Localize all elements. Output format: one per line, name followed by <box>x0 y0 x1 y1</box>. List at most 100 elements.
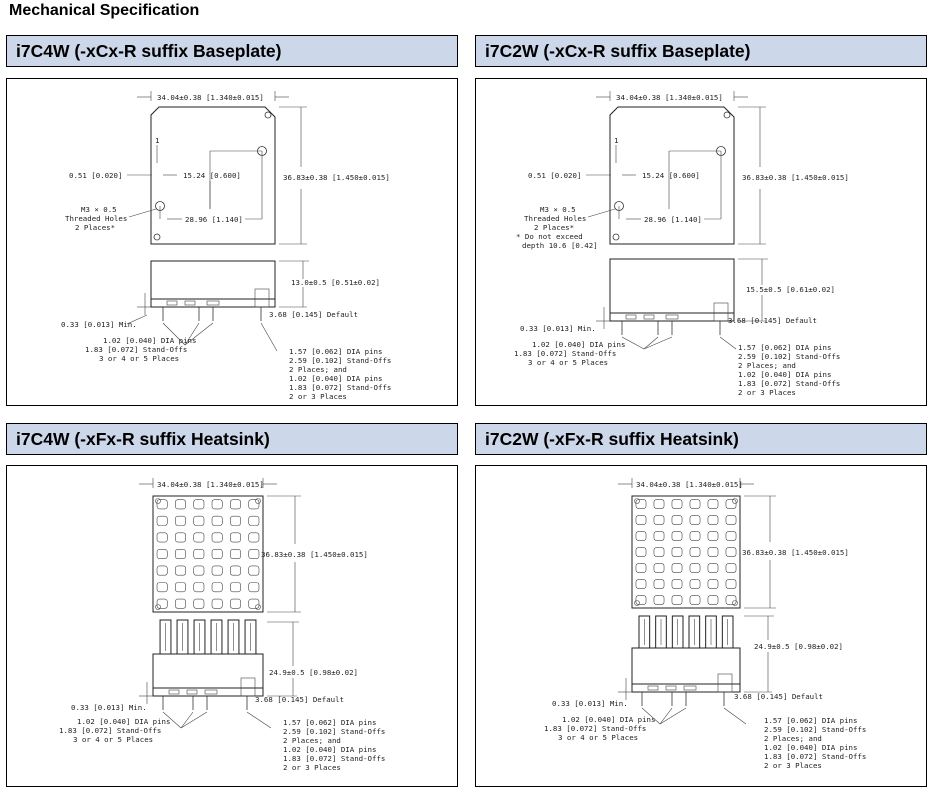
fin-cell <box>230 515 241 526</box>
pins-right-line: 1.83 [0.072] Stand-Offs <box>764 752 866 761</box>
width-dimension: 34.04±0.38 [1.340±0.015] <box>616 93 723 102</box>
panel-title: i7C2W (-xCx-R suffix Baseplate) <box>475 35 927 67</box>
holes-label-3: 2 Places* <box>534 223 574 232</box>
fin-cell <box>725 515 737 525</box>
fin-cell <box>707 595 719 605</box>
pins-right-line: 1.02 [0.040] DIA pins <box>289 374 382 383</box>
default-dimension: 3.68 [0.145] Default <box>269 310 358 319</box>
pins-right-line: 2.59 [0.102] Stand-Offs <box>738 352 840 361</box>
holes-label-1: M3 × 0.5 <box>540 205 576 214</box>
pins-left-line: 1.02 [0.040] DIA pins <box>103 336 196 345</box>
fin-cell <box>671 547 683 557</box>
fin-cell <box>248 565 260 576</box>
pins-right-line: 2.59 [0.102] Stand-Offs <box>764 725 866 734</box>
thickness-dimension: 24.9±0.5 [0.98±0.02] <box>269 668 358 677</box>
holes-label-1: M3 × 0.5 <box>81 205 117 214</box>
fin-cell <box>156 565 168 576</box>
fin-cell <box>725 563 737 573</box>
module-side-view <box>152 653 264 689</box>
fin-cell <box>689 515 701 525</box>
fin-cell <box>211 532 223 543</box>
fin-cell <box>156 532 168 543</box>
default-dimension: 3.68 [0.145] Default <box>728 316 817 325</box>
panel-title: i7C2W (-xFx-R suffix Heatsink) <box>475 423 927 455</box>
fin-cell <box>193 565 205 576</box>
pins-right-line: 2 Places; and <box>283 736 341 745</box>
fin-cell <box>689 499 701 509</box>
pins-left-line: 1.83 [0.072] Stand-Offs <box>85 345 187 354</box>
fin-cell <box>653 579 665 589</box>
note-line-1: * Do not exceed <box>516 232 583 241</box>
fin-cell <box>653 515 665 525</box>
fin-cell <box>230 582 241 593</box>
pins-left-line: 1.83 [0.072] Stand-Offs <box>544 724 646 733</box>
fin-grid <box>155 498 261 610</box>
pins-right-line: 2 or 3 Places <box>283 763 341 772</box>
height-dimension: 36.83±0.38 [1.450±0.015] <box>283 173 390 182</box>
fin-cell <box>175 598 186 609</box>
fin-cell <box>248 532 260 543</box>
pin1-label: 1 <box>614 136 618 145</box>
span-dimension: 28.96 [1.140] <box>185 215 243 224</box>
mechanical-drawing: 34.04±0.38 [1.340±0.015] 1 15.24 [0.600]… <box>514 91 849 397</box>
module-side-view <box>631 647 741 685</box>
fin-cell <box>725 499 737 509</box>
mount-hole-icon <box>264 111 272 119</box>
fin-cell <box>211 549 223 559</box>
min-dimension: 0.33 [0.013] Min. <box>61 320 137 329</box>
panel-title: i7C4W (-xCx-R suffix Baseplate) <box>6 35 458 67</box>
drawing-area: 34.04±0.38 [1.340±0.015] 36.83±0.38 [1.4… <box>6 465 458 787</box>
min-dimension: 0.33 [0.013] Min. <box>520 324 596 333</box>
module-side-view <box>150 260 276 300</box>
offset-dimension: 0.51 [0.020] <box>69 171 122 180</box>
mount-hole-icon <box>732 600 738 606</box>
fin-cell <box>671 515 683 525</box>
fin-cell <box>156 499 168 510</box>
mount-hole-icon <box>634 600 640 606</box>
width-dimension: 34.04±0.38 [1.340±0.015] <box>157 480 264 489</box>
pins-right-line: 1.57 [0.062] DIA pins <box>283 718 376 727</box>
fin-cell <box>635 547 647 557</box>
pins-right-line: 2 Places; and <box>289 365 347 374</box>
fin-cell <box>671 595 683 605</box>
mechanical-drawing: 34.04±0.38 [1.340±0.015] 36.83±0.38 [1.4… <box>544 478 866 770</box>
mount-hole-icon <box>255 498 261 504</box>
fin-cell <box>248 598 260 609</box>
fin-cell <box>175 565 186 576</box>
pins-right-line: 2 Places; and <box>738 361 796 370</box>
pins-right-line: 2 or 3 Places <box>738 388 796 397</box>
fin-cell <box>725 579 737 589</box>
mount-hole-icon <box>153 233 161 241</box>
fin-cell <box>230 565 241 576</box>
drawing-area: 34.04±0.38 [1.340±0.015] 36.83±0.38 [1.4… <box>475 465 927 787</box>
fin-cell <box>175 582 186 593</box>
fin-cell <box>671 499 683 509</box>
fin-cell <box>671 579 683 589</box>
pins-right-line: 1.57 [0.062] DIA pins <box>738 343 831 352</box>
fin-cell <box>211 515 223 526</box>
fin-cell <box>230 598 241 609</box>
mount-hole-icon <box>155 498 161 504</box>
thickness-dimension: 13.0±0.5 [0.51±0.02] <box>291 278 380 287</box>
mount-hole-icon <box>634 498 640 504</box>
fin-cell <box>635 595 647 605</box>
drawing-area: 34.04±0.38 [1.340±0.015] 1 15.24 [0.600]… <box>475 78 927 406</box>
fin-cell <box>635 579 647 589</box>
fin-cell <box>211 598 223 609</box>
height-dimension: 36.83±0.38 [1.450±0.015] <box>742 173 849 182</box>
fin-cell <box>671 563 683 573</box>
module-top-view <box>150 106 276 245</box>
fin-cell <box>653 563 665 573</box>
pins-right-line: 1.83 [0.072] Stand-Offs <box>738 379 840 388</box>
module-side-view <box>609 258 735 314</box>
pins-right-line: 1.83 [0.072] Stand-Offs <box>289 383 391 392</box>
module-top-view <box>609 106 735 245</box>
pins-right-line: 2.59 [0.102] Stand-Offs <box>289 356 391 365</box>
offset-dimension: 0.51 [0.020] <box>528 171 581 180</box>
span-dimension: 28.96 [1.140] <box>644 215 702 224</box>
fin-cell <box>230 532 241 543</box>
height-dimension: 36.83±0.38 [1.450±0.015] <box>261 550 368 559</box>
fin-cell <box>156 582 168 593</box>
fin-cell <box>193 598 205 609</box>
inner-dimension: 15.24 [0.600] <box>183 171 241 180</box>
